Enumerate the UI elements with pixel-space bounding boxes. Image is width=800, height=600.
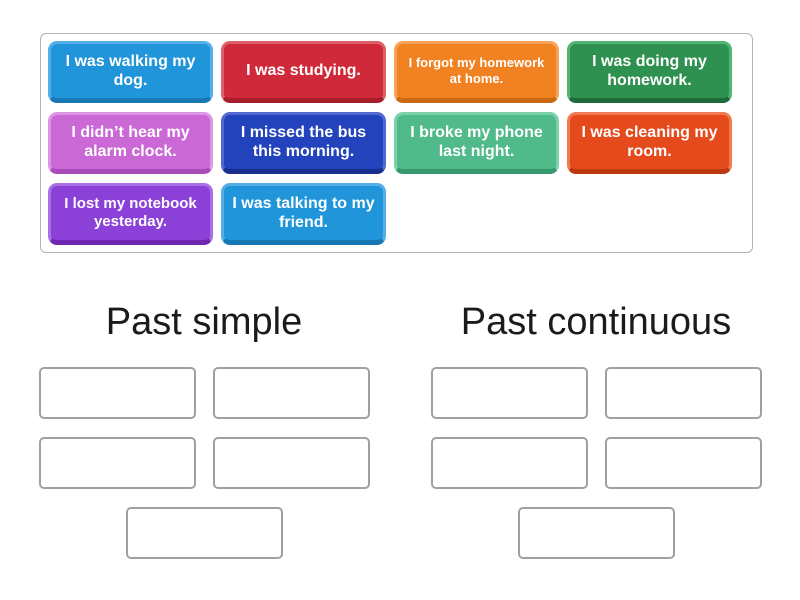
draggable-tile[interactable]: I was studying. [221,41,386,103]
slot-grid [38,367,370,560]
group-past-continuous: Past continuous [430,298,762,560]
draggable-tile[interactable]: I lost my notebook yesterday. [48,183,213,245]
drop-slot[interactable] [38,437,196,490]
group-past-simple: Past simple [38,298,370,560]
drop-slot[interactable] [125,507,283,560]
draggable-tile[interactable]: I forgot my homework at home. [394,41,559,103]
category-groups: Past simple Past continuous [38,298,762,560]
drop-slot[interactable] [212,437,370,490]
draggable-tile[interactable]: I was cleaning my room. [567,112,732,174]
draggable-tile[interactable]: I was talking to my friend. [221,183,386,245]
tile-bank: I was walking my dog. I was studying. I … [40,33,753,253]
category-title: Past simple [105,301,303,343]
drop-slot[interactable] [38,367,196,420]
draggable-tile[interactable]: I was walking my dog. [48,41,213,103]
draggable-tile[interactable]: I didn’t hear my alarm clock. [48,112,213,174]
drop-slot[interactable] [517,507,675,560]
category-title: Past continuous [460,301,732,343]
drop-slot[interactable] [430,437,588,490]
draggable-tile[interactable]: I broke my phone last night. [394,112,559,174]
slot-grid [430,367,762,560]
draggable-tile[interactable]: I missed the bus this morning. [221,112,386,174]
drop-slot[interactable] [430,367,588,420]
drop-slot[interactable] [212,367,370,420]
draggable-tile[interactable]: I was doing my homework. [567,41,732,103]
drop-slot[interactable] [604,367,762,420]
drop-slot[interactable] [604,437,762,490]
